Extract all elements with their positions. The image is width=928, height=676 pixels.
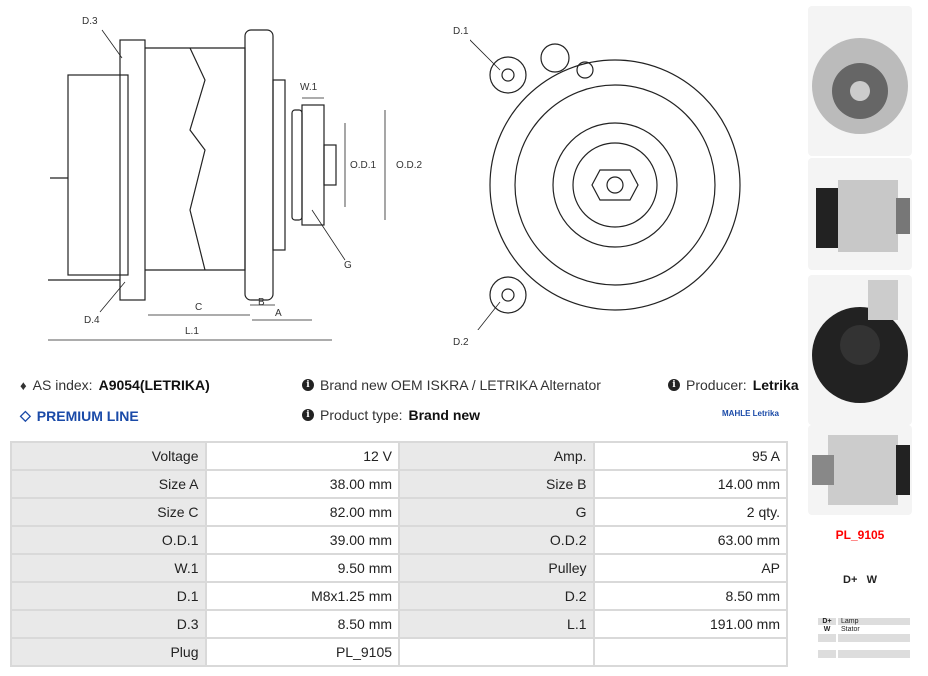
diamond-icon: ◇ [20,407,31,423]
label-c: C [195,302,203,313]
spec-value: 14.00 mm [592,469,788,499]
spec-value: 95 A [592,441,788,471]
label-g: G [344,260,352,271]
product-photo-side[interactable] [808,158,912,270]
legend-desc: Lamp [838,618,910,625]
spec-value: AP [592,553,788,583]
alternator-side-drawing [48,29,386,341]
spec-label: L.1 [398,609,595,639]
spec-label: O.D.2 [398,525,595,555]
plug-legend: D+Lamp W Stator [818,618,910,658]
spec-label: D.1 [10,581,207,611]
label-d2: D.2 [453,337,469,348]
plug-code: PL_9105 [835,528,885,542]
product-photo-angle[interactable] [808,425,912,515]
label-d1: D.1 [453,26,469,37]
spec-label: Plug [10,637,207,667]
spec-label [398,637,595,667]
spec-label: Voltage [10,441,207,471]
as-index-value: A9054(LETRIKA) [98,377,210,393]
label-a: A [275,308,282,319]
spec-value: PL_9105 [204,637,401,667]
spec-value [592,637,788,667]
info-icon: i [668,379,680,391]
label-l1: L.1 [185,326,199,337]
as-index: ♦AS index:A9054(LETRIKA) [20,377,210,393]
label-w1: W.1 [300,82,318,93]
spec-value: 38.00 mm [204,469,401,499]
spec-value: 82.00 mm [204,497,401,527]
spec-label: W.1 [10,553,207,583]
spec-label: D.2 [398,581,595,611]
legend-terminal: W [823,626,831,633]
info-icon: i [302,409,314,421]
product-photo-front[interactable] [808,6,912,156]
spec-value: 39.00 mm [204,525,401,555]
label-od1: O.D.1 [350,160,377,171]
label-d3: D.3 [82,16,98,27]
spec-value: 8.50 mm [204,609,401,639]
spec-label: Size A [10,469,207,499]
product-photo-rear[interactable] [808,275,912,425]
spec-label: Size B [398,469,595,499]
label-b: B [258,297,265,308]
legend-terminal: D+ [818,618,836,625]
label-od2: O.D.2 [396,160,423,171]
spec-value: 191.00 mm [592,609,788,639]
spec-value: 9.50 mm [204,553,401,583]
spec-value: 8.50 mm [592,581,788,611]
label-d4: D.4 [84,315,100,326]
alternator-front-drawing [470,39,741,330]
spec-label: Size C [10,497,207,527]
spec-value: 12 V [204,441,401,471]
premium-line: ◇PREMIUM LINE [20,407,139,424]
spec-value: M8x1.25 mm [204,581,401,611]
spec-label: O.D.1 [10,525,207,555]
info-icon: i [302,379,314,391]
spec-value: 63.00 mm [592,525,788,555]
spec-label: Pulley [398,553,595,583]
spec-label: Amp. [398,441,595,471]
legend-desc: Stator [841,626,860,633]
plug-terminals: D+ W [843,574,877,586]
tag-icon: ♦ [20,377,27,393]
spec-label: D.3 [10,609,207,639]
spec-label: G [398,497,595,527]
brand-logo: MAHLE Letrika [722,409,779,418]
spec-value: 2 qty. [592,497,788,527]
